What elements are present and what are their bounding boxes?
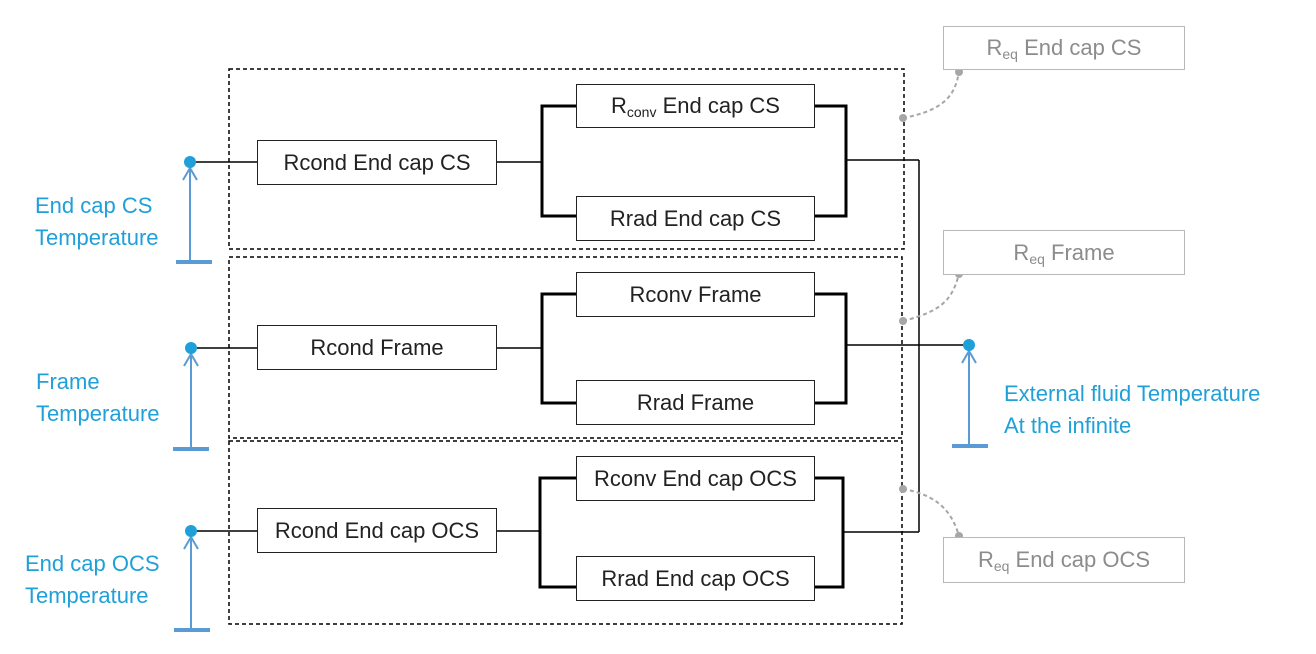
rconv-end-cap-cs-label: Rconv End cap CS: [611, 93, 780, 120]
rcond-frame-box: Rcond Frame: [257, 325, 497, 370]
rrad-end-cap-cs-box: Rrad End cap CS: [576, 196, 815, 241]
req-end-cap-cs-box: Req End cap CS: [943, 26, 1185, 70]
source-end-cap-cs: [176, 156, 212, 264]
req-end-cap-ocs-box: Req End cap OCS: [943, 537, 1185, 583]
rcond-end-cap-cs-box: Rcond End cap CS: [257, 140, 497, 185]
temperature-label-end-cap-cs: End cap CS Temperature: [35, 193, 159, 250]
source-end-cap-ocs: [174, 525, 210, 632]
req-end-cap-ocs-label: Req End cap OCS: [977, 547, 1151, 574]
wires-thin: [196, 159, 963, 533]
rrad-end-cap-ocs-box: Rrad End cap OCS: [576, 556, 815, 601]
source-external: [952, 339, 988, 448]
temperature-label-end-cap-ocs: End cap OCS Temperature: [25, 551, 160, 608]
rconv-frame-label: Rconv Frame: [629, 281, 762, 307]
temperature-sources: [173, 156, 988, 632]
req-frame-label: Req Frame: [1013, 239, 1115, 267]
wires-parallel: [538, 104, 848, 589]
rconv-end-cap-ocs-label: Rconv End cap OCS: [594, 465, 797, 491]
source-frame: [173, 342, 209, 451]
rconv-end-cap-ocs-box: Rconv End cap OCS: [576, 456, 815, 501]
rconv-frame-box: Rconv Frame: [576, 272, 815, 317]
temperature-label-frame: Frame Temperature: [36, 369, 160, 426]
req-leaders: [902, 71, 960, 537]
rrad-frame-box: Rrad Frame: [576, 380, 815, 425]
req-frame-box: Req Frame: [943, 230, 1185, 275]
rcond-end-cap-ocs-box: Rcond End cap OCS: [257, 508, 497, 553]
group-border-end-cap-cs: [228, 68, 905, 250]
req-end-cap-cs-label: Req End cap CS: [986, 35, 1142, 62]
temperature-label-external: External fluid Temperature At the infini…: [1004, 381, 1261, 438]
rconv-end-cap-cs-box: Rconv End cap CS: [576, 84, 815, 128]
req-leader-dots: [899, 68, 963, 540]
